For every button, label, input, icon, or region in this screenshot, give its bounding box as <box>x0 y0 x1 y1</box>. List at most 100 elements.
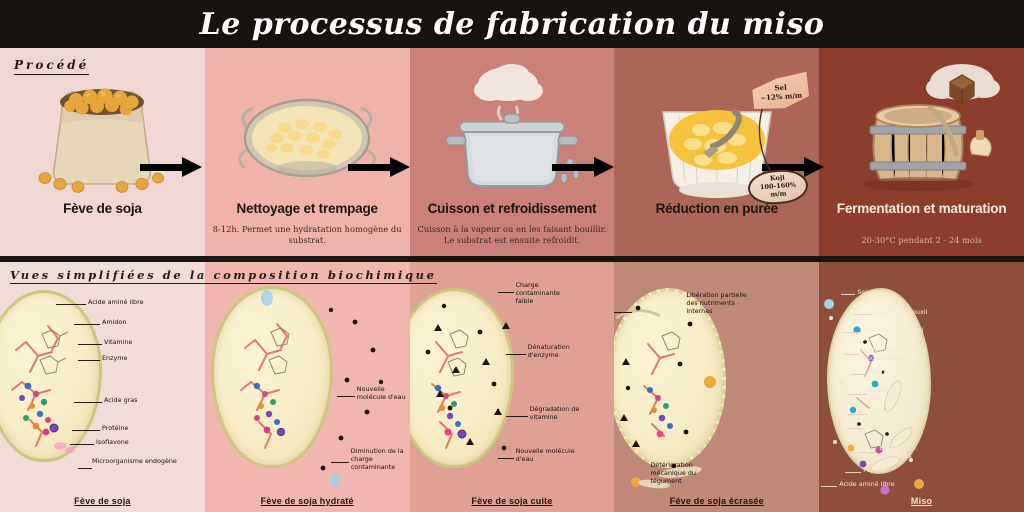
bio-label: Détérioration mécanique du tégument <box>650 461 696 485</box>
leader-line <box>78 468 92 469</box>
title-bar: Le processus de fabrication du miso <box>0 0 1024 48</box>
bio-label: Sucre <box>869 368 888 376</box>
leader-line <box>841 294 856 295</box>
bio-label: Sels <box>857 288 871 296</box>
bean-diagram-cooked <box>409 288 514 468</box>
bio-label: Autre bactérie contaminante <box>869 386 915 402</box>
process-step-title: Cuisson et refroidissement <box>427 201 597 216</box>
process-arrow-4 <box>762 157 824 177</box>
leader-line <box>78 344 102 345</box>
leader-line <box>497 458 514 459</box>
bean-diagram-hydrated <box>210 286 333 468</box>
salt-tag-line2: ~12% m/m <box>759 90 803 103</box>
process-step-title: Réduction en purée <box>655 201 779 216</box>
bio-label: Dénaturation d'enzyme <box>527 343 570 359</box>
leader-line <box>843 332 862 333</box>
bio-label: Amidon <box>102 318 127 326</box>
cooking-pot-icon <box>410 64 615 187</box>
leader-line <box>614 312 633 313</box>
process-arrow-2 <box>348 157 410 177</box>
process-step-title: Fève de soja <box>63 201 142 216</box>
bio-label: Grain de riz du koji <box>863 326 924 334</box>
process-step-nettoyage-trempage[interactable]: Nettoyage et trempage 8-12h. Permet une … <box>204 48 410 256</box>
leader-line <box>330 462 349 463</box>
leader-line <box>849 414 868 415</box>
bio-label: Peptide <box>863 466 888 474</box>
bio-panel-feve-de-soja[interactable]: Acide aminé libre Amidon Vitamine Enzyme… <box>0 262 205 512</box>
bio-panel-caption: Fève de soja hydraté <box>260 496 354 506</box>
process-step-subtitle: 20-30°C pendant 2 - 24 mois <box>861 234 982 245</box>
process-step-feve-de-soja[interactable]: Procédé <box>0 48 205 256</box>
bio-label: Acide gras <box>104 396 138 404</box>
bio-label: Isoflavone <box>96 438 129 446</box>
bio-label: Microorganisme endogène <box>92 457 177 465</box>
leader-line <box>74 402 102 403</box>
bio-label: Acide aminé libre <box>839 480 895 488</box>
process-step-subtitle: Cuisson à la vapeur ou en les faisant bo… <box>417 223 607 245</box>
soybean-sack-icon <box>0 66 205 193</box>
leader-line <box>847 428 864 429</box>
bean-diagram-miso <box>827 288 932 474</box>
bio-label: Nouvelle molécule d'eau <box>515 447 575 463</box>
leader-line <box>505 354 526 355</box>
bio-label: Enzyme <box>102 354 128 362</box>
bio-label: Protéine <box>102 424 129 432</box>
page-title: Le processus de fabrication du miso <box>199 6 825 42</box>
bean-diagram-raw <box>0 290 102 462</box>
section-label-procede: Procédé <box>14 58 90 75</box>
bio-label: Dégradation de vitamine <box>529 405 580 421</box>
leader-line <box>505 416 528 417</box>
bio-label: Nouvelle molécule d'eau <box>356 385 406 401</box>
bio-panel-caption: Fève de soja <box>74 496 131 506</box>
bio-panel-caption: Miso <box>910 496 933 506</box>
leader-line <box>821 486 838 487</box>
process-row: Procédé <box>0 48 1024 256</box>
leader-line <box>74 324 100 325</box>
bio-label: Diminution de la charge contaminante <box>350 447 404 471</box>
process-step-reduction-en-puree[interactable]: Réduction en purée <box>614 48 820 256</box>
miso-particles <box>824 299 925 495</box>
biochemistry-row: Acide aminé libre Amidon Vitamine Enzyme… <box>0 262 1024 512</box>
leader-line <box>859 452 878 453</box>
bio-label: Charge contaminante faible <box>515 281 560 305</box>
bio-panel-feve-hydrate[interactable]: Nouvelle molécule d'eau Diminution de la… <box>204 262 410 512</box>
leader-line <box>853 314 872 315</box>
bio-label: Vitamine <box>104 338 133 346</box>
process-step-fermentation-maturation[interactable]: Fermentation et maturation 20-30°C penda… <box>819 48 1024 256</box>
process-step-title: Fermentation et maturation <box>836 201 1007 216</box>
leader-line <box>70 444 94 445</box>
bio-label: Nouvelle vitamine <box>869 408 928 416</box>
leader-line <box>845 472 862 473</box>
bio-panel-feve-cuite[interactable]: Charge contaminante faible Dénaturation … <box>409 262 615 512</box>
leader-line <box>849 394 868 395</box>
process-step-subtitle: 8-12h. Permet une hydratation homogène d… <box>212 223 402 245</box>
bio-panel-miso[interactable]: Sels Levure - Z. rouxii Grain de riz du … <box>819 262 1024 512</box>
leader-line <box>845 354 860 355</box>
released-nutrient-markers <box>620 305 717 489</box>
process-step-title: Nettoyage et trempage <box>236 201 379 216</box>
bio-label: Libération partielle des nutriments inte… <box>686 291 747 315</box>
leader-line <box>72 430 100 431</box>
leader-line <box>336 396 355 397</box>
soaking-bowl-icon <box>205 66 410 186</box>
process-step-cuisson-refroidissement[interactable]: Cuisson et refroidissement Cuisson à la … <box>409 48 615 256</box>
process-arrow-3 <box>552 157 614 177</box>
mashed-puree-bowl-icon <box>614 66 819 198</box>
section-label-vues-simplifiees: Vues simplifiées de la composition bioch… <box>10 268 437 284</box>
bio-label: Levure - Z. rouxii <box>873 308 928 316</box>
bio-label: Isoflavone biodisponible <box>861 346 904 362</box>
bio-label: Acide aminé libre <box>88 298 144 306</box>
leader-line <box>56 304 86 305</box>
fermentation-barrel-icon <box>819 64 1024 191</box>
bio-panel-caption: Fève de soja cuite <box>471 496 553 506</box>
bio-panel-feve-ecrasee[interactable]: Libération partielle des nutriments inte… <box>614 262 820 512</box>
bio-label: Enzyme <box>865 422 891 430</box>
process-arrow-1 <box>140 157 202 177</box>
bio-panel-caption: Fève de soja écrasée <box>669 496 764 506</box>
leader-line <box>497 292 514 293</box>
koji-tag-line3: m/m <box>770 189 787 199</box>
leader-line <box>78 360 100 361</box>
bio-label: Bactérie - T. halophilus <box>879 444 918 460</box>
leader-line <box>851 374 868 375</box>
